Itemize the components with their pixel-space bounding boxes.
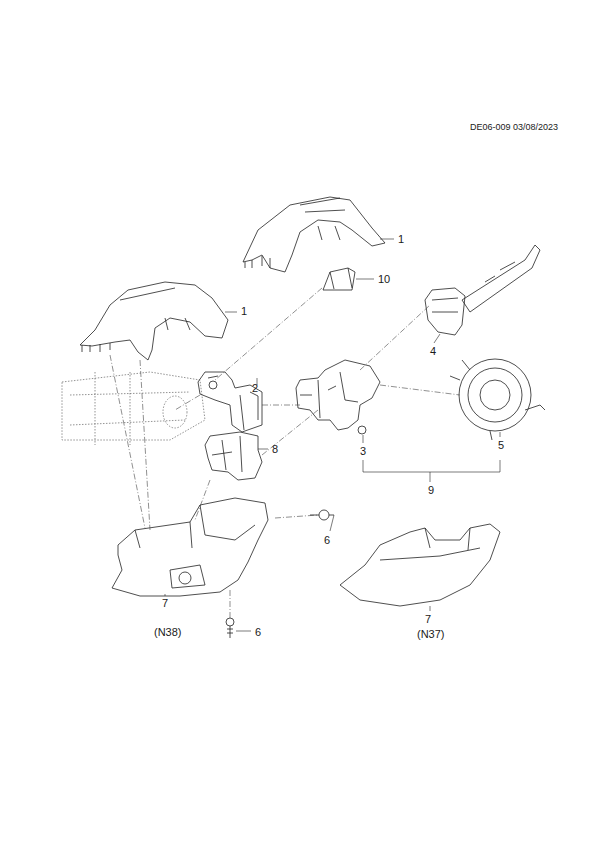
trim-piece bbox=[323, 268, 355, 290]
wiper-switch bbox=[425, 288, 465, 335]
callout-number: 7 bbox=[425, 613, 431, 626]
callout-number: 4 bbox=[430, 345, 436, 358]
variant-code: (N38) bbox=[154, 626, 182, 639]
callout-number: 9 bbox=[428, 484, 434, 497]
lower-cover-n38 bbox=[112, 498, 268, 596]
steering-column bbox=[62, 372, 205, 445]
drawing-reference: DE06-009 03/08/2023 bbox=[470, 122, 558, 133]
upper-cover bbox=[243, 197, 385, 272]
switch-module bbox=[205, 432, 262, 480]
callout-number: 1 bbox=[398, 233, 404, 246]
callout-number: 6 bbox=[324, 534, 330, 547]
variant-code: (N37) bbox=[417, 628, 445, 641]
steering-column-module bbox=[296, 360, 380, 430]
callout-number: 2 bbox=[252, 382, 258, 395]
callout-number: 1 bbox=[241, 305, 247, 318]
screw bbox=[226, 510, 334, 638]
lower-cover-n37 bbox=[340, 524, 500, 606]
switch-stalk bbox=[198, 372, 262, 432]
upper-cover-left bbox=[80, 282, 228, 360]
callout-number: 7 bbox=[162, 597, 168, 610]
clock-spring bbox=[450, 359, 545, 440]
callout-number: 8 bbox=[272, 443, 278, 456]
callout-number: 5 bbox=[498, 439, 504, 452]
callout-number: 3 bbox=[360, 445, 366, 458]
callout-number: 6 bbox=[255, 626, 261, 639]
callout-number: 10 bbox=[378, 273, 390, 286]
